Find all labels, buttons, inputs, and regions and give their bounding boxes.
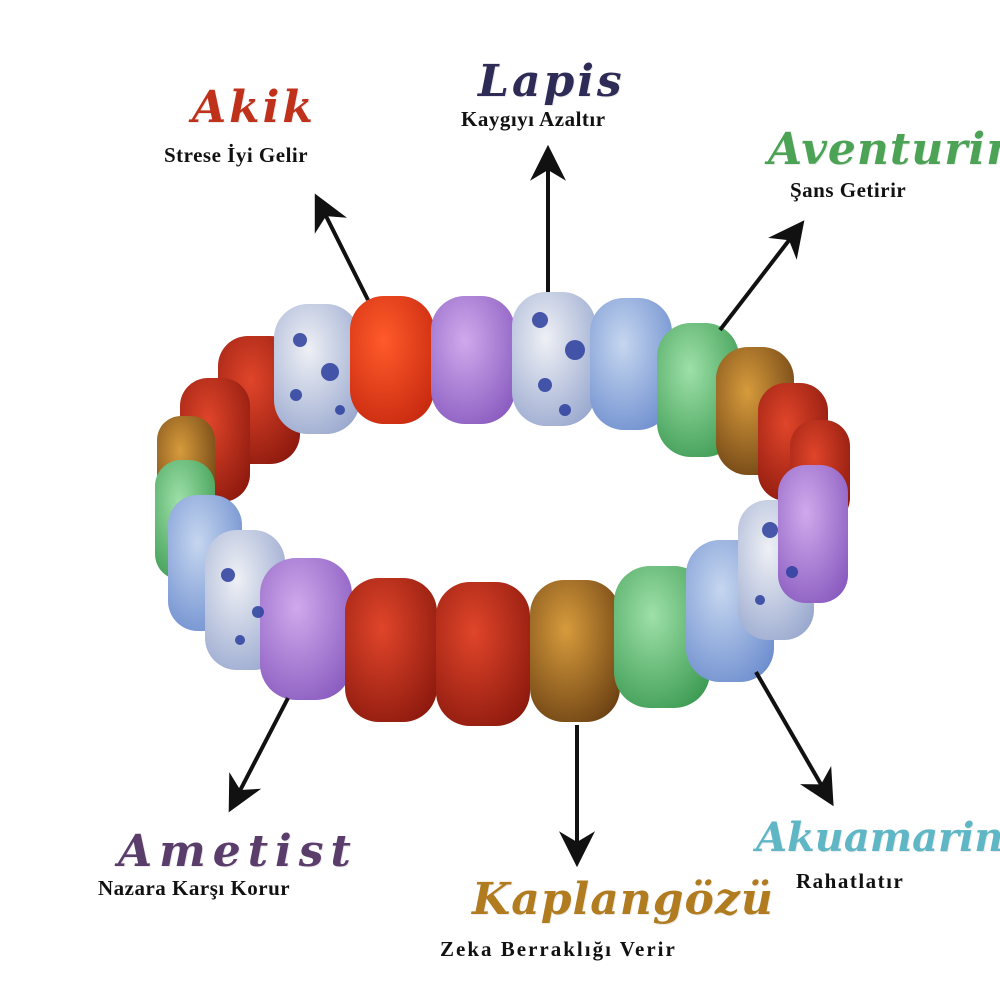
stone-name-ametist: Ametist	[118, 826, 358, 877]
stone-name-aventurin: Aventurin	[768, 124, 1000, 175]
stone-description-ametist: Nazara Karşı Korur	[98, 876, 291, 900]
stone-description-akuamarin: Rahatlatır	[796, 869, 905, 893]
bracelet-front-row	[155, 460, 848, 726]
arrow-ametist	[228, 697, 290, 813]
stone-description-aventurin: Şans Getirir	[790, 178, 907, 202]
stone-description-akik: Strese İyi Gelir	[164, 143, 309, 167]
arrow-akuamarin	[754, 670, 834, 807]
stone-name-akuamarin: Akuamarin	[756, 814, 1000, 861]
arrow-aventurin	[718, 220, 805, 332]
stone-name-kaplangozu: Kaplangözü	[472, 874, 774, 925]
stone-name-akik: Akik	[192, 82, 316, 133]
stone-name-lapis: Lapis	[478, 56, 625, 107]
arrow-akik	[314, 193, 370, 301]
stone-description-lapis: Kaygıyı Azaltır	[461, 107, 606, 131]
stone-description-kaplangozu: Zeka Berraklığı Verir	[440, 937, 677, 961]
